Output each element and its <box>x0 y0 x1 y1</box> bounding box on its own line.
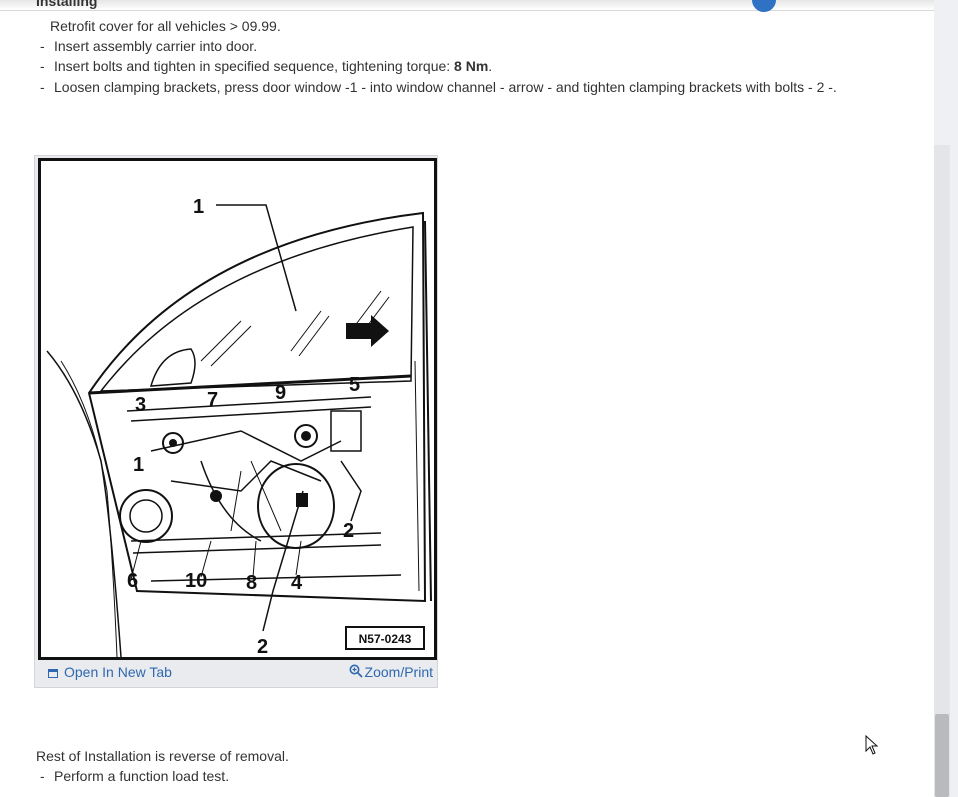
section-heading: Installing <box>36 0 98 9</box>
bullet-dash: - <box>40 38 45 54</box>
callout-label: 10 <box>185 570 207 592</box>
door-illustration: 1 3 7 9 5 1 6 10 8 4 2 2 N57-0243 <box>46 196 432 657</box>
mouse-pointer-icon <box>865 735 879 755</box>
instruction-line: -Loosen clamping brackets, press door wi… <box>40 78 837 96</box>
bullet-dash: - <box>40 58 45 74</box>
scrollbar-track[interactable] <box>934 145 950 797</box>
open-in-new-tab-link[interactable]: Open In New Tab <box>48 664 172 680</box>
instruction-line: -Insert assembly carrier into door. <box>40 37 257 55</box>
zoom-print-label: Zoom/Print <box>364 664 433 680</box>
direction-arrow-icon <box>346 315 389 347</box>
callout-label: 3 <box>135 394 146 416</box>
callout-label: 1 <box>133 454 144 476</box>
instruction-text: Insert assembly carrier into door. <box>54 38 258 54</box>
callout-label: 9 <box>275 382 286 404</box>
door-assembly-figure[interactable]: 1 3 7 9 5 1 6 10 8 4 2 2 N57-0243 <box>38 158 437 660</box>
instruction-line: Retrofit cover for all vehicles > 09.99. <box>50 17 281 35</box>
magnifier-icon <box>349 664 363 678</box>
bullet-dash: - <box>40 768 45 784</box>
callout-label: 4 <box>291 572 303 594</box>
top-toolbar-edge <box>0 0 934 11</box>
new-tab-icon <box>48 669 58 678</box>
callout-label: 8 <box>246 572 257 594</box>
instruction-text: Insert bolts and tighten in specified se… <box>54 58 455 74</box>
callout-label: 2 <box>343 520 354 542</box>
scrollbar-thumb[interactable] <box>935 714 949 797</box>
door-outline <box>87 211 427 603</box>
window-glass <box>99 226 414 392</box>
figure-code: N57-0243 <box>359 632 412 646</box>
open-in-new-tab-label: Open In New Tab <box>64 664 172 680</box>
figure-actions: Open In New Tab Zoom/Print <box>38 662 437 684</box>
callout-label: 6 <box>127 570 138 592</box>
instruction-line: -Insert bolts and tighten in specified s… <box>40 57 492 75</box>
callout-label: 2 <box>257 636 268 657</box>
footer-instruction-text: Perform a function load test. <box>54 768 230 784</box>
zoom-print-link[interactable]: Zoom/Print <box>349 664 433 680</box>
figure-code-box <box>345 626 425 650</box>
user-badge-icon[interactable] <box>752 0 776 12</box>
callout-label: 1 <box>193 196 204 218</box>
instruction-suffix: . <box>488 58 493 74</box>
footer-instruction: -Perform a function load test. <box>40 767 229 785</box>
footer-text: Rest of Installation is reverse of remov… <box>36 748 289 764</box>
callout-label: 5 <box>349 374 360 396</box>
torque-value: 8 Nm <box>454 58 489 74</box>
instruction-text: Retrofit cover for all vehicles > 09.99. <box>50 18 281 34</box>
instruction-text: Loosen clamping brackets, press door win… <box>54 79 837 95</box>
callout-label: 7 <box>207 389 218 411</box>
bullet-dash: - <box>40 79 45 95</box>
